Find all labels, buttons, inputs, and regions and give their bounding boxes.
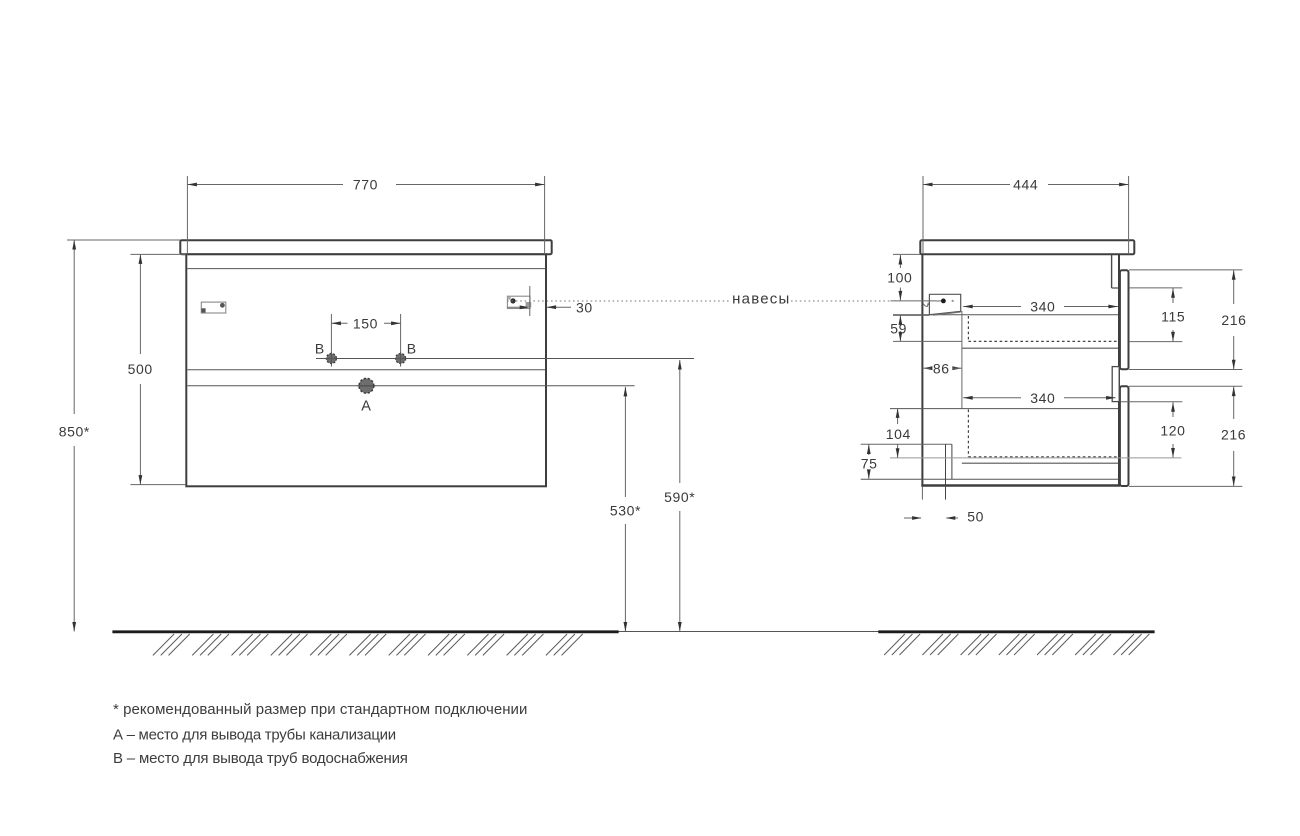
svg-text:340: 340 [1030,390,1055,406]
svg-text:104: 104 [886,426,911,442]
svg-text:115: 115 [1161,309,1185,325]
svg-text:навесы: навесы [732,291,790,308]
svg-text:30: 30 [576,299,593,315]
svg-text:59: 59 [890,320,907,336]
svg-text:В – место для вывода труб водо: В – место для вывода труб водоснабжения [113,750,408,767]
svg-text:770: 770 [353,177,378,193]
svg-text:444: 444 [1013,177,1038,193]
svg-text:86: 86 [933,360,950,376]
svg-text:120: 120 [1160,422,1185,438]
svg-text:А – место для вывода трубы кан: А – место для вывода трубы канализации [113,727,396,744]
svg-text:216: 216 [1221,312,1246,328]
svg-text:B: B [315,341,325,357]
svg-text:530*: 530* [610,503,641,519]
svg-text:50: 50 [967,508,984,524]
svg-text:850*: 850* [59,423,90,439]
svg-text:A: A [361,399,371,415]
svg-text:B: B [407,341,417,357]
svg-text:590*: 590* [664,489,695,505]
svg-text:340: 340 [1030,299,1055,315]
svg-text:500: 500 [128,361,153,377]
svg-text:150: 150 [353,315,378,331]
svg-text:* рекомендованный размер при с: * рекомендованный размер при стандартном… [113,701,527,718]
svg-text:75: 75 [861,455,878,471]
svg-text:216: 216 [1221,427,1246,443]
svg-text:100: 100 [887,270,912,286]
